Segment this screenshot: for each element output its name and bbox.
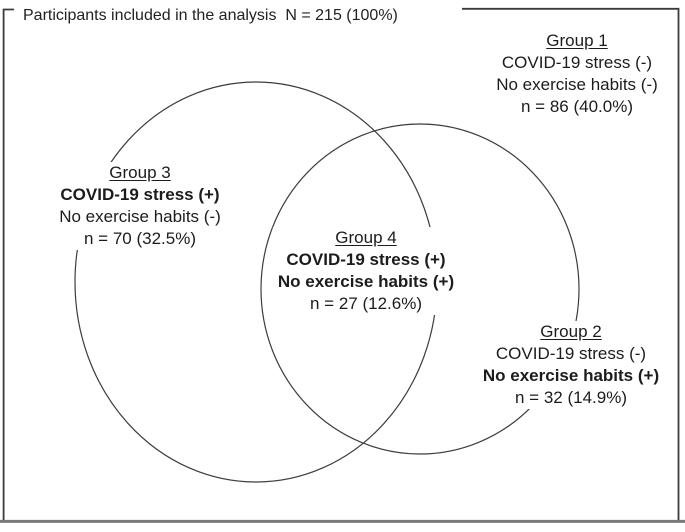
group-1-label: Group 1 COVID-19 stress (-) No exercise … — [491, 30, 663, 118]
group-2-stress-line: COVID-19 stress (-) — [495, 344, 647, 363]
group-4-count-line: n = 27 (12.6%) — [310, 294, 422, 313]
group-2-exercise-line: No exercise habits (+) — [482, 366, 660, 385]
group-4-name: Group 4 — [335, 228, 397, 247]
group-2-count-line: n = 32 (14.9%) — [515, 388, 627, 407]
group-1-exercise-line: No exercise habits (-) — [496, 75, 658, 94]
group-4-exercise-line: No exercise habits (+) — [277, 272, 455, 291]
group-1-count-line: n = 86 (40.0%) — [521, 97, 633, 116]
figure-title: Participants included in the analysis N … — [19, 6, 402, 26]
group-1-stress-line: COVID-19 stress (-) — [501, 53, 653, 72]
group-4-label: Group 4 COVID-19 stress (+) No exercise … — [272, 227, 460, 315]
group-1-name: Group 1 — [546, 31, 608, 50]
group-3-stress-line: COVID-19 stress (+) — [60, 185, 220, 204]
group-4-stress-line: COVID-19 stress (+) — [286, 250, 446, 269]
group-3-label: Group 3 COVID-19 stress (+) No exercise … — [54, 162, 226, 250]
group-2-name: Group 2 — [540, 322, 602, 341]
group-3-name: Group 3 — [109, 163, 171, 182]
group-2-label: Group 2 COVID-19 stress (-) No exercise … — [477, 321, 665, 409]
group-3-exercise-line: No exercise habits (-) — [59, 207, 221, 226]
group-3-count-line: n = 70 (32.5%) — [84, 229, 196, 248]
